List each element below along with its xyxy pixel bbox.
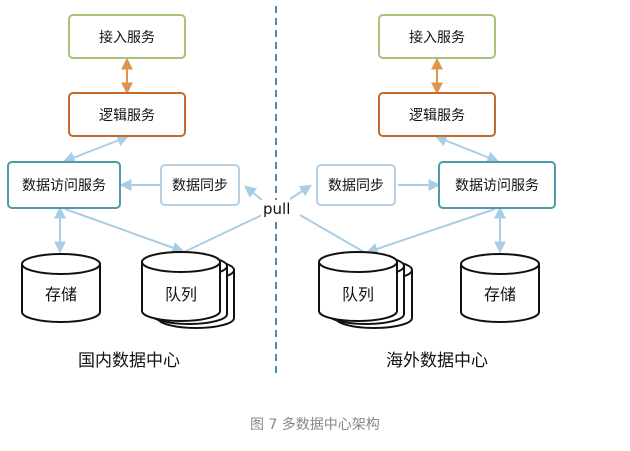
left-data-sync-label: 数据同步 xyxy=(172,178,228,194)
right-queue-cylinder: 队列 xyxy=(318,251,413,329)
left-logic-dataaccess-arrow xyxy=(62,134,130,164)
right-logic-service-box: 逻辑服务 xyxy=(378,92,496,137)
right-queue-label: 队列 xyxy=(342,285,374,304)
left-queue-cylinder: 队列 xyxy=(141,251,235,329)
right-data-access-service-label: 数据访问服务 xyxy=(455,178,539,194)
left-data-access-service-label: 数据访问服务 xyxy=(22,178,106,194)
left-data-sync-box: 数据同步 xyxy=(160,164,240,206)
figure-caption: 图 7 多数据中心架构 xyxy=(250,417,380,433)
left-logic-service-box: 逻辑服务 xyxy=(68,92,186,137)
right-pull-sync-arrow xyxy=(289,184,313,200)
left-storage-label: 存储 xyxy=(45,285,77,304)
right-data-sync-label: 数据同步 xyxy=(328,178,384,194)
left-dataaccess-queue-arrow xyxy=(64,208,185,254)
right-dataaccess-queue-arrow xyxy=(365,208,496,255)
right-access-service-label: 接入服务 xyxy=(409,29,465,46)
pull-left-queue-line xyxy=(183,214,263,253)
right-data-access-service-box: 数据访问服务 xyxy=(438,161,556,209)
left-logic-service-label: 逻辑服务 xyxy=(99,107,155,124)
pull-label: pull xyxy=(261,200,293,218)
right-storage-cylinder: 存储 xyxy=(460,253,540,323)
left-data-access-service-box: 数据访问服务 xyxy=(7,161,121,209)
left-access-service-label: 接入服务 xyxy=(99,29,155,46)
right-data-sync-box: 数据同步 xyxy=(316,164,396,206)
right-logic-dataaccess-arrow xyxy=(434,134,500,164)
overseas-datacenter-title: 海外数据中心 xyxy=(386,351,488,371)
left-pull-sync-arrow xyxy=(244,185,263,201)
left-storage-cylinder: 存储 xyxy=(21,253,101,323)
left-access-service-box: 接入服务 xyxy=(68,14,186,59)
right-access-service-box: 接入服务 xyxy=(378,14,496,59)
left-queue-label: 队列 xyxy=(165,285,197,304)
right-logic-service-label: 逻辑服务 xyxy=(409,107,465,124)
right-storage-label: 存储 xyxy=(484,285,516,304)
pull-right-queue-line xyxy=(299,214,365,253)
domestic-datacenter-title: 国内数据中心 xyxy=(78,351,180,371)
